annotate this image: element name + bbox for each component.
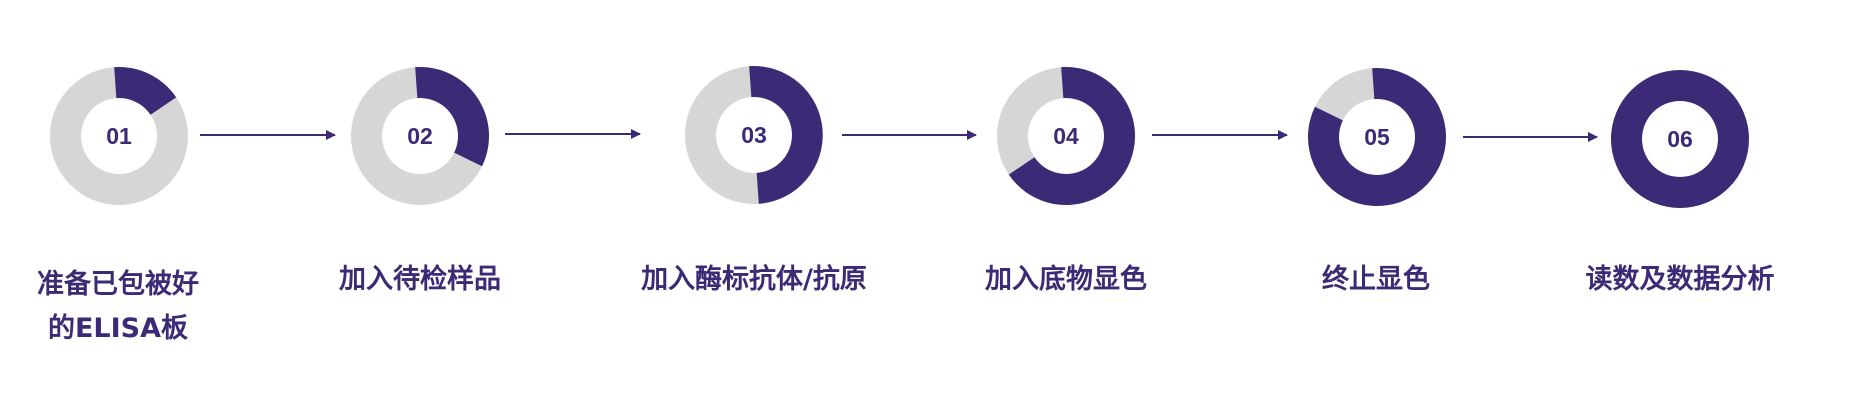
ring-progress <box>1008 67 1136 206</box>
step-label-line: 的ELISA板 <box>47 313 189 344</box>
step-label-6: 读数及数据分析 <box>1560 258 1800 302</box>
step-label-2: 加入待检样品 <box>300 258 540 302</box>
ring-progress <box>1611 70 1749 208</box>
step-number: 01 <box>106 123 132 149</box>
step-label-line: 加入底物显色 <box>985 264 1147 295</box>
step-ring-3: 03 <box>685 66 823 204</box>
step-number: 06 <box>1667 126 1693 152</box>
step-label-5: 终止显色 <box>1256 258 1496 302</box>
ring-progress <box>114 67 177 115</box>
step-label-3: 加入酶标抗体/抗原 <box>634 258 874 302</box>
ring-progress <box>749 66 823 204</box>
step-ring-6: 06 <box>1611 70 1749 208</box>
step-label-line: 准备已包被好 <box>37 269 199 300</box>
step-number: 05 <box>1364 124 1390 150</box>
ring-progress <box>1307 68 1447 207</box>
step-label-1: 准备已包被好的ELISA板 <box>0 263 238 351</box>
step-ring-5: 05 <box>1307 68 1447 207</box>
arrows-layer <box>200 129 1598 142</box>
step-label-line: 读数及数据分析 <box>1585 264 1775 295</box>
step-number: 02 <box>407 123 433 149</box>
step-label-line: 加入酶标抗体/抗原 <box>641 264 867 295</box>
ring-progress <box>415 67 489 167</box>
step-label-line: 加入待检样品 <box>339 264 501 295</box>
step-ring-1: 01 <box>50 67 188 205</box>
step-ring-2: 02 <box>351 67 489 205</box>
step-ring-4: 04 <box>997 67 1136 206</box>
step-label-line: 终止显色 <box>1322 264 1430 295</box>
rings-layer: 01 02 03 04 05 06 <box>50 66 1749 208</box>
step-number: 04 <box>1053 123 1079 149</box>
step-label-4: 加入底物显色 <box>946 258 1186 302</box>
step-number: 03 <box>741 122 767 148</box>
